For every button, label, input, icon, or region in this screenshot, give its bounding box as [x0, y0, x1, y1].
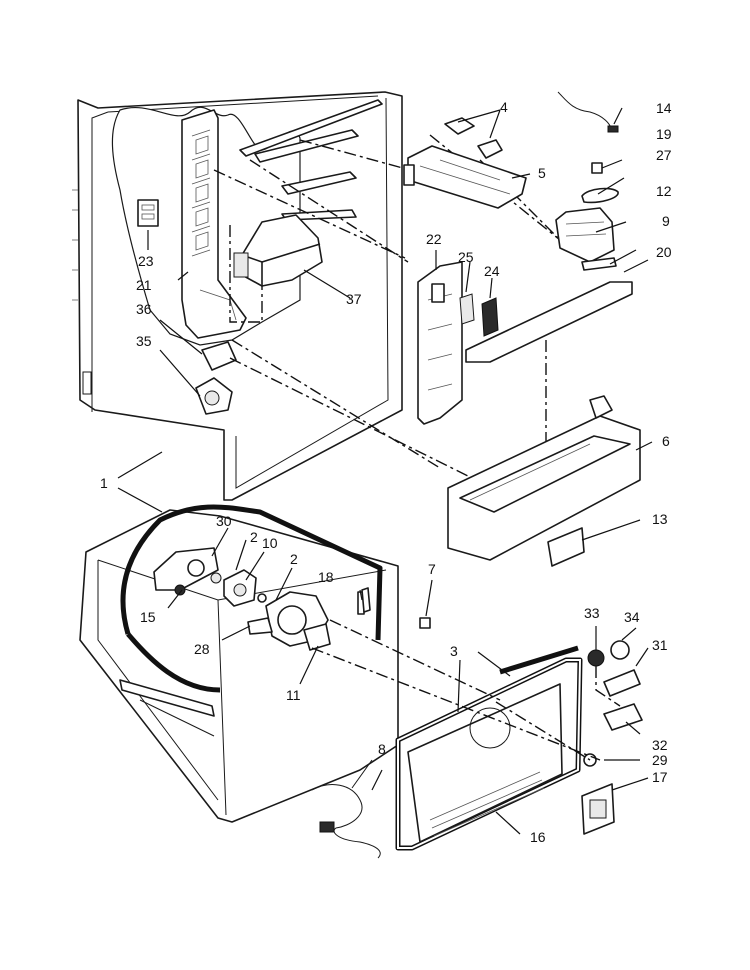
callout-2: 2 [250, 529, 258, 545]
panel-16 [407, 683, 563, 843]
part-19 [591, 162, 603, 174]
callout-13: 13 [652, 511, 668, 527]
callout-4: 4 [500, 99, 508, 115]
callout-2: 2 [290, 551, 298, 567]
part-13 [547, 527, 585, 567]
parts-35-36 [195, 341, 237, 415]
door-gasket-3 [395, 645, 583, 851]
callout-22: 22 [426, 231, 442, 247]
callout-5: 5 [538, 165, 546, 181]
callout-24: 24 [484, 263, 500, 279]
panel-22 [417, 261, 463, 425]
upper-liner [72, 91, 403, 501]
callout-6: 6 [662, 433, 670, 449]
callout-34: 34 [624, 609, 640, 625]
part-18 [361, 587, 371, 613]
callout-30: 30 [216, 513, 232, 529]
callout-32: 32 [652, 737, 668, 753]
wire-harness-8 [311, 759, 381, 859]
housing-37 [233, 214, 323, 287]
air-duct-21 [181, 109, 247, 339]
right-lower-parts [581, 640, 643, 835]
callout-33: 33 [584, 605, 600, 621]
bracket-5 [403, 145, 527, 209]
callout-15: 15 [140, 609, 156, 625]
part-7 [419, 617, 431, 629]
callout-28: 28 [194, 641, 210, 657]
lens-27 [581, 187, 619, 204]
filters-24-25 [459, 293, 499, 337]
callout-21: 21 [136, 277, 152, 293]
callout-16: 16 [530, 829, 546, 845]
callout-27: 27 [656, 147, 672, 163]
callout-3: 3 [450, 643, 458, 659]
callout-8: 8 [378, 741, 386, 757]
callout-23: 23 [138, 253, 154, 269]
thermistor-wire-14 [557, 91, 619, 133]
leader-lines [117, 107, 653, 835]
freezer-liner [79, 504, 399, 823]
callout-17: 17 [652, 769, 668, 785]
callout-20: 20 [656, 244, 672, 260]
callout-11: 11 [286, 687, 301, 703]
callout-31: 31 [652, 637, 668, 653]
callout-35: 35 [136, 333, 152, 349]
tray-6 [447, 395, 641, 561]
callout-36: 36 [136, 301, 152, 317]
callout-1: 1 [100, 475, 108, 491]
callout-25: 25 [458, 249, 474, 265]
callout-labels: 1 2 2 3 4 5 6 8 7 9 10 11 12 13 14 15 16… [100, 99, 672, 845]
clips-4 [444, 117, 503, 159]
callout-29: 29 [652, 752, 668, 768]
cover-20 [465, 281, 633, 363]
callout-18: 18 [318, 569, 334, 585]
connector-23 [137, 199, 159, 227]
callout-14: 14 [656, 100, 672, 116]
callout-12: 12 [656, 183, 672, 199]
freezer-fan-parts [153, 547, 365, 651]
callout-19: 19 [656, 126, 672, 142]
bar-9 [581, 257, 617, 271]
callout-9: 9 [662, 213, 670, 229]
callout-10: 10 [262, 535, 278, 551]
housing-12 [555, 207, 615, 263]
callout-37: 37 [346, 291, 362, 307]
callout-7: 7 [428, 561, 436, 577]
